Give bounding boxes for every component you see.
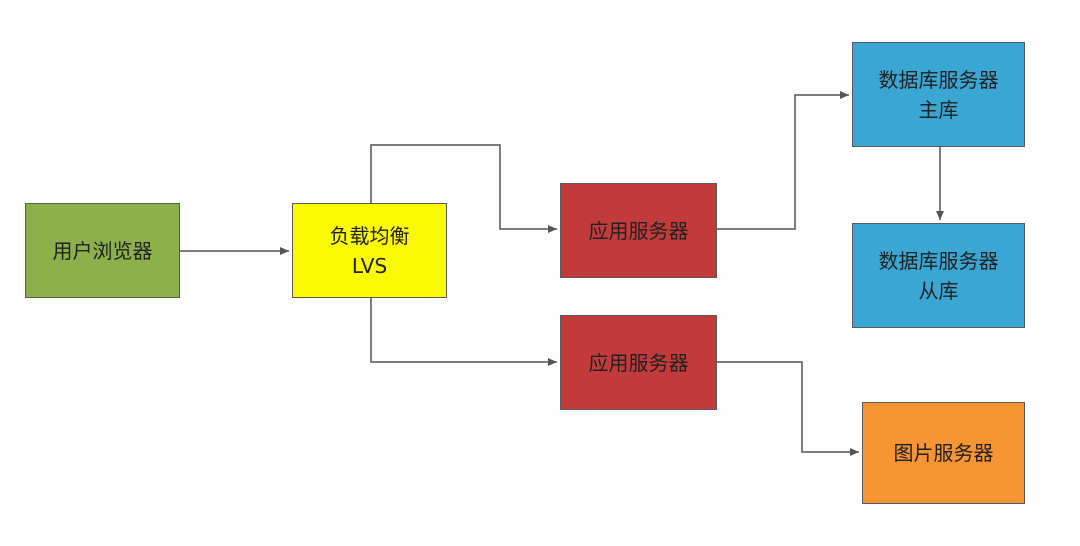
node-load-balancer-title: 负载均衡 xyxy=(329,223,410,248)
node-db-master: 数据库服务器 主库 xyxy=(852,42,1025,147)
node-app-server-2-label: 应用服务器 xyxy=(588,350,689,375)
edge-app-server-2-to-image-server xyxy=(717,361,859,456)
node-app-server-1-label: 应用服务器 xyxy=(588,218,689,243)
edge-lvs-to-app-server-1 xyxy=(370,144,557,233)
node-load-balancer-subtitle: LVS xyxy=(351,253,388,278)
node-user-browser-label: 用户浏览器 xyxy=(52,238,153,263)
node-app-server-1: 应用服务器 xyxy=(560,183,717,278)
edge-lvs-to-app-server-2 xyxy=(370,298,557,366)
node-user-browser: 用户浏览器 xyxy=(25,203,180,298)
edge-app-server-1-to-db-master xyxy=(717,91,849,230)
node-load-balancer: 负载均衡 LVS xyxy=(292,203,447,298)
node-db-master-title: 数据库服务器 xyxy=(878,67,999,92)
node-db-slave-title: 数据库服务器 xyxy=(878,248,999,273)
node-image-server: 图片服务器 xyxy=(862,402,1025,504)
node-db-slave-subtitle: 从库 xyxy=(918,278,959,303)
node-app-server-2: 应用服务器 xyxy=(560,315,717,410)
node-image-server-label: 图片服务器 xyxy=(893,441,994,465)
node-db-slave: 数据库服务器 从库 xyxy=(852,223,1025,328)
node-db-master-subtitle: 主库 xyxy=(918,97,959,122)
